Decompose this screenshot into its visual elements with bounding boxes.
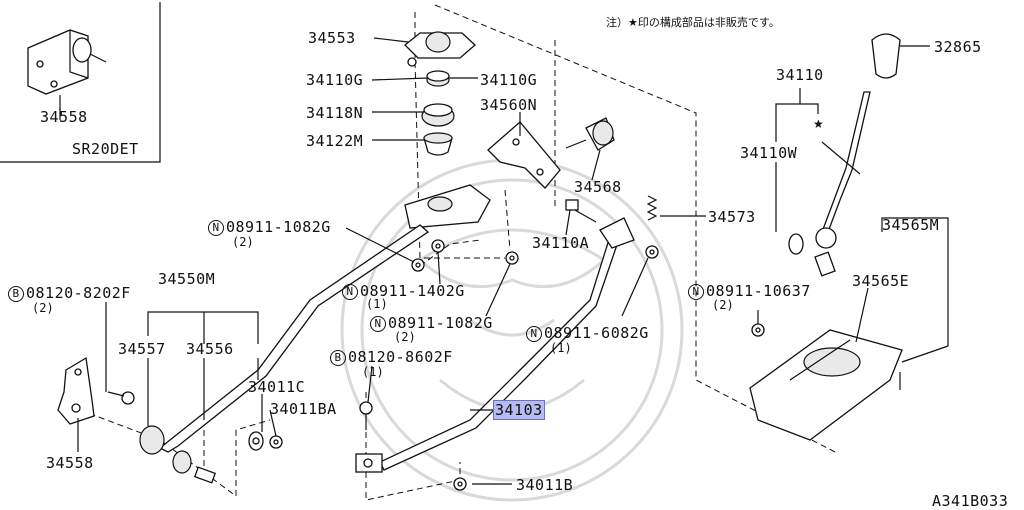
part-label-34118N: 34118N xyxy=(306,104,364,122)
spring-34573 xyxy=(646,195,658,221)
guide-line xyxy=(79,409,271,497)
part-label-34011BA: 34011BA xyxy=(270,400,337,418)
nut-type-symbol: N xyxy=(688,284,704,300)
assembly-frame-right xyxy=(434,4,836,453)
part-label-34110G-right: 34110G xyxy=(480,71,538,89)
part-label-34568: 34568 xyxy=(574,178,622,196)
guide-line xyxy=(365,392,461,501)
part-label-34011C: 34011C xyxy=(248,378,306,396)
inset-label: SR20DET xyxy=(72,140,139,158)
inset-bracket-part xyxy=(27,29,107,110)
nut-type-symbol: N xyxy=(208,220,224,236)
nut-type-symbol: N xyxy=(370,316,386,332)
shifter-housing-34565M xyxy=(749,329,903,441)
part-label-34565M: 34565M xyxy=(882,216,940,234)
boot-34553 xyxy=(404,31,476,67)
bolt xyxy=(565,199,579,211)
bracket-34560N xyxy=(487,121,561,189)
quantity-08911-6082G: (1) xyxy=(550,341,572,355)
nut xyxy=(751,323,765,337)
quantity-08911-1082G-b: (2) xyxy=(394,330,416,344)
inset-frame xyxy=(0,2,161,163)
bolt-type-symbol: B xyxy=(8,286,24,302)
assembly-frame-left xyxy=(414,12,505,259)
part-label-34557: 34557 xyxy=(118,340,166,358)
part-label-34558-inset: 34558 xyxy=(40,108,88,126)
nut xyxy=(505,251,519,265)
quantity-08911-1402G: (1) xyxy=(366,297,388,311)
seat-34122M xyxy=(423,132,453,156)
part-label-34573: 34573 xyxy=(708,208,756,226)
guide-line xyxy=(504,189,511,251)
nut xyxy=(269,435,283,449)
bolt-type-symbol: B xyxy=(330,350,346,366)
part-label-34550M: 34550M xyxy=(158,270,216,288)
part-label-34110: 34110 xyxy=(776,66,824,84)
lever-plate xyxy=(404,184,491,229)
shift-lever-34110 xyxy=(788,91,871,277)
quantity-08911-10637: (2) xyxy=(712,298,734,312)
note-text: 注）★印の構成部品は非販売です。 xyxy=(606,16,780,29)
quantity-08120-8202F: (2) xyxy=(32,301,54,315)
bolt xyxy=(107,391,135,405)
part-label-32865: 32865 xyxy=(934,38,982,56)
bushing-34556 xyxy=(172,450,217,484)
star-marker: ★ xyxy=(813,117,824,131)
quantity-08911-1082G-a: (2) xyxy=(232,235,254,249)
nut-type-symbol: N xyxy=(526,326,542,342)
part-label-34103: 34103 xyxy=(493,400,545,420)
part-label-34565E: 34565E xyxy=(852,272,910,290)
leader-lines xyxy=(59,37,949,485)
part-label-34110G-left: 34110G xyxy=(306,71,364,89)
part-label-34011B: 34011B xyxy=(516,476,574,494)
nut xyxy=(431,239,445,253)
control-rod-34103 xyxy=(379,228,621,471)
bushing-34557 xyxy=(139,425,165,455)
rod-end xyxy=(355,453,383,473)
bushing-34118N xyxy=(421,103,455,127)
shift-knob-32865 xyxy=(871,33,901,79)
part-label-34556: 34556 xyxy=(186,340,234,358)
diagram-id: A341B033 xyxy=(932,492,1009,510)
bushing-34110G xyxy=(426,70,450,87)
nut xyxy=(411,258,425,272)
bolt xyxy=(359,401,373,430)
control-rod-34550M xyxy=(158,224,430,453)
part-label-34110W: 34110W xyxy=(740,144,798,162)
guide-line xyxy=(419,239,481,267)
quantity-08120-8602F: (1) xyxy=(362,365,384,379)
bushing-34568 xyxy=(565,117,615,151)
part-label-34553: 34553 xyxy=(308,29,356,47)
washer xyxy=(248,431,264,451)
nut xyxy=(645,245,659,259)
part-label-34558: 34558 xyxy=(46,454,94,472)
part-label-34110A: 34110A xyxy=(532,234,590,252)
bracket-34558 xyxy=(57,356,95,425)
part-label-34560N: 34560N xyxy=(480,96,538,114)
part-label-34122M: 34122M xyxy=(306,132,364,150)
nut-type-symbol: N xyxy=(342,284,358,300)
nut xyxy=(453,477,467,491)
